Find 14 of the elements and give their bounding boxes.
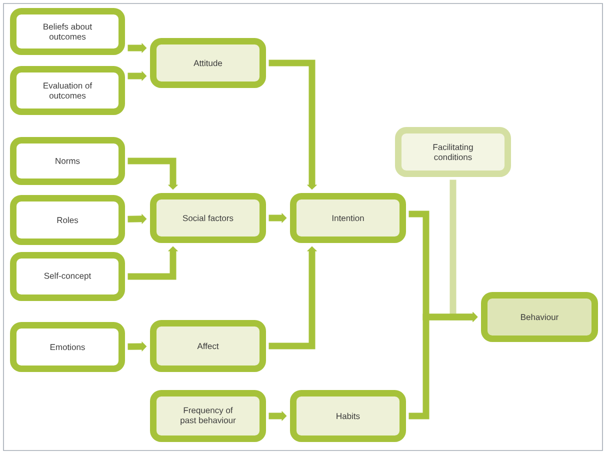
rounded-box: Roles bbox=[10, 195, 125, 245]
rounded-box: Facilitating conditions bbox=[395, 127, 511, 177]
rounded-box: Norms bbox=[10, 137, 125, 185]
rounded-box: Intention bbox=[290, 193, 406, 243]
rounded-box: Social factors bbox=[150, 193, 266, 243]
rounded-box: Attitude bbox=[150, 38, 266, 88]
rounded-box: Self-concept bbox=[10, 252, 125, 301]
rounded-box: Emotions bbox=[10, 322, 125, 372]
rounded-box: Evaluation of outcomes bbox=[10, 66, 125, 115]
rounded-box: Beliefs about outcomes bbox=[10, 8, 125, 55]
rounded-box: Behaviour bbox=[481, 292, 598, 342]
rounded-box: Frequency of past behaviour bbox=[150, 390, 266, 442]
rounded-box: Affect bbox=[150, 320, 266, 372]
rounded-box: Habits bbox=[290, 390, 406, 442]
